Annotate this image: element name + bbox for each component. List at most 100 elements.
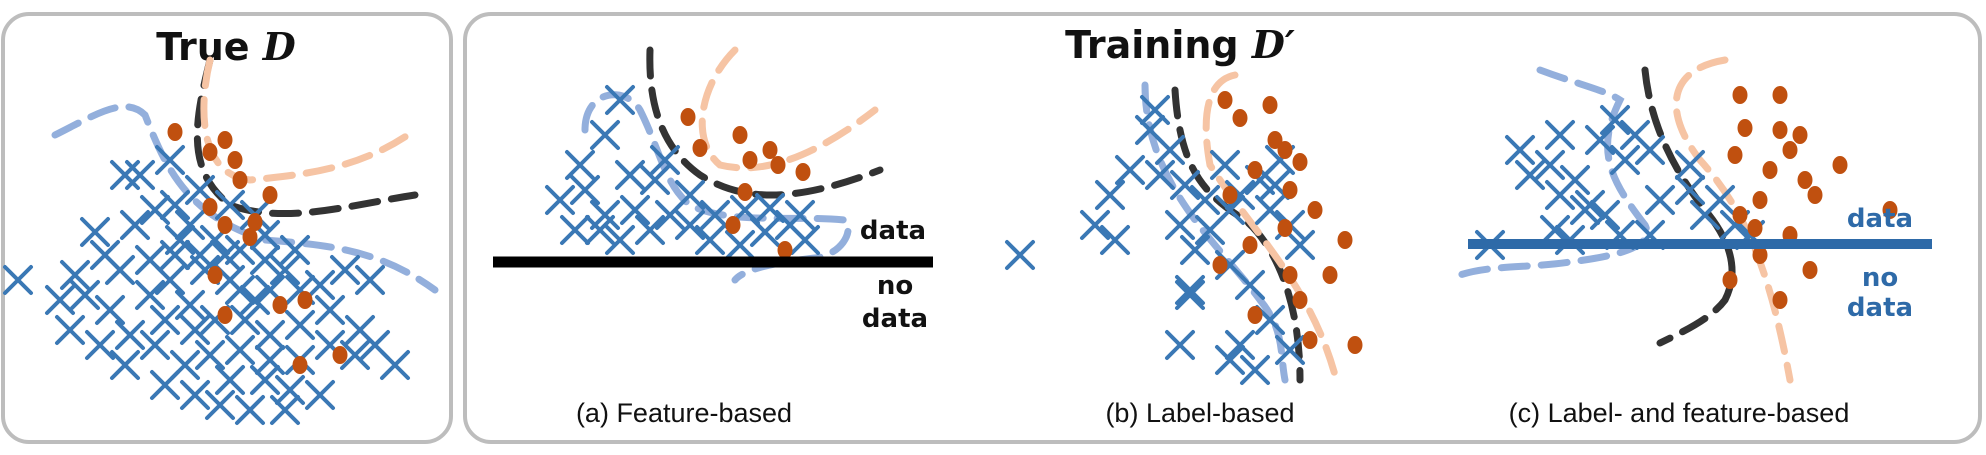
cross-point-c [1540,215,1570,245]
label-c-no: no [1862,263,1898,293]
dot-point-trueD [202,198,218,216]
cross-point-trueD [315,295,345,325]
label-c-data: data [1847,204,1913,234]
cross-point-b [1165,210,1195,240]
cross-point-a [615,160,645,190]
cross-point-a [635,215,665,245]
cross-point-trueD [240,285,270,315]
cross-point-trueD [135,280,165,310]
cross-point-trueD [205,390,235,420]
cross-point-b [1165,330,1195,360]
cross-point-trueD [195,340,225,370]
data-points [3,85,1898,425]
cross-point-trueD [70,280,100,310]
cross-point-trueD [180,380,210,410]
cross-point-trueD [215,190,245,220]
cross-point-trueD [160,190,190,220]
dot-point-b [1247,306,1263,324]
cross-point-a [570,175,600,205]
cross-point-trueD [150,305,180,335]
cross-point-c [1610,145,1640,175]
cross-point-a [640,165,670,195]
cross-point-trueD [85,330,115,360]
cross-point-b [1190,185,1220,215]
label-a-data: data [860,216,926,246]
boundary-orange-b [1202,71,1339,379]
cross-point-trueD [340,340,370,370]
dot-point-trueD [217,306,233,324]
cross-point-trueD [330,255,360,285]
cross-point-c [1505,135,1535,165]
cross-point-trueD [3,265,33,295]
dot-point-b [1242,236,1258,254]
cross-point-c [1590,200,1620,230]
dot-point-b [1292,291,1308,309]
dot-point-a [742,151,758,169]
boundary-black-b [1171,86,1304,384]
dot-point-a [770,156,786,174]
cross-point-trueD [285,310,315,340]
dot-point-b [1277,141,1293,159]
cross-point-trueD [80,217,110,247]
dot-point-trueD [217,216,233,234]
label-a-no: no [877,271,913,301]
dot-point-c [1747,219,1763,237]
cross-point-a [605,85,635,115]
cross-point-trueD [55,315,85,345]
label-c-data2: data [1847,293,1913,323]
cross-point-b [1005,240,1035,270]
dot-point-c [1772,86,1788,104]
dot-point-c [1782,141,1798,159]
dot-point-c [1732,86,1748,104]
cross-point-b [1155,135,1185,165]
cross-point-trueD [155,145,185,175]
cross-point-trueD [180,315,210,345]
dot-point-c [1727,146,1743,164]
boundary-orange-a [698,46,879,172]
dot-point-b [1302,331,1318,349]
dot-point-c [1832,156,1848,174]
dot-point-a [692,139,708,157]
dot-point-b [1267,131,1283,149]
cross-point-c [1675,175,1705,205]
cross-point-trueD [140,330,170,360]
cross-point-trueD [175,210,205,240]
cross-point-a [725,230,755,260]
dot-point-a [680,108,696,126]
cross-point-c [1585,125,1615,155]
caption-label-based: (b) Label-based [1105,398,1294,428]
dot-point-b [1322,266,1338,284]
cross-point-c [1535,150,1565,180]
label-a-data2: data [862,304,928,334]
cross-point-b [1080,210,1110,240]
dot-point-trueD [207,266,223,284]
cross-point-b [1240,355,1270,385]
cross-point-a [650,145,680,175]
dot-point-b [1212,256,1228,274]
cross-point-b [1115,155,1145,185]
dot-point-c [1792,126,1808,144]
dot-point-b [1262,96,1278,114]
dot-point-trueD [292,356,308,374]
boundary-orange-c [1672,56,1794,384]
cross-point-a [785,200,815,230]
dot-point-b [1247,161,1263,179]
cross-point-a [565,150,595,180]
cross-point-c [1705,185,1735,215]
cross-point-trueD [305,380,335,410]
cross-point-trueD [140,195,170,225]
dot-point-trueD [297,291,313,309]
dot-point-trueD [272,296,288,314]
cross-point-b [1215,345,1245,375]
cross-point-trueD [255,320,285,350]
dot-point-c [1772,121,1788,139]
cross-point-b [1210,150,1240,180]
boundary-orange-true [200,56,419,184]
boundary-blue-c [1456,66,1651,279]
cross-point-c [1515,160,1545,190]
dot-point-a [777,241,793,259]
cross-point-trueD [185,240,215,270]
cross-point-b [1100,225,1130,255]
cross-point-trueD [305,270,335,300]
cross-point-trueD [225,335,255,365]
